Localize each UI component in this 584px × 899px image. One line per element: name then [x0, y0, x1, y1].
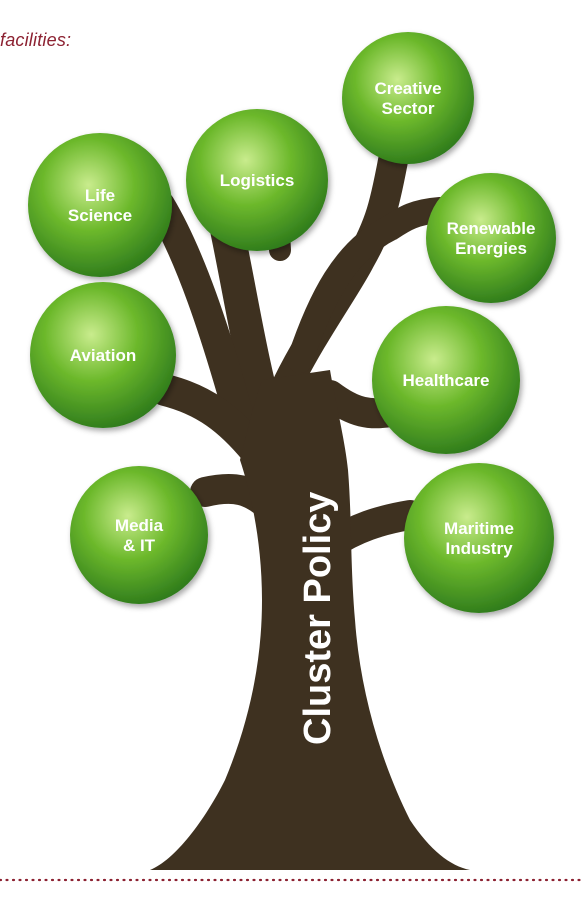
- trunk-label: Cluster Policy: [297, 492, 339, 745]
- cluster-label: Healthcare: [403, 371, 490, 390]
- cluster-bubble-media-it: Media& IT: [70, 466, 208, 604]
- cluster-circle: [70, 466, 208, 604]
- cluster-label: Sector: [382, 99, 435, 118]
- cluster-circle: [426, 173, 556, 303]
- cluster-circle: [404, 463, 554, 613]
- cluster-circle: [186, 109, 328, 251]
- cluster-circle: [28, 133, 172, 277]
- cluster-label: Media: [115, 516, 164, 535]
- cluster-label: Maritime: [444, 519, 514, 538]
- cluster-circle: [372, 306, 520, 454]
- cluster-circle: [342, 32, 474, 164]
- cluster-bubble-logistics: Logistics: [186, 109, 328, 251]
- cluster-label: Creative: [374, 79, 441, 98]
- cluster-label: Energies: [455, 239, 527, 258]
- cluster-circle: [30, 282, 176, 428]
- cluster-label: & IT: [123, 536, 156, 555]
- cluster-label: Industry: [445, 539, 513, 558]
- cluster-label: Science: [68, 206, 132, 225]
- cluster-label: Renewable: [447, 219, 536, 238]
- cluster-bubble-aviation: Aviation: [30, 282, 176, 428]
- cluster-label: Life: [85, 186, 115, 205]
- cluster-bubble-healthcare: Healthcare: [372, 306, 520, 454]
- cluster-label: Logistics: [220, 171, 295, 190]
- cluster-label: Aviation: [70, 346, 136, 365]
- header-caption: facilities:: [0, 30, 72, 50]
